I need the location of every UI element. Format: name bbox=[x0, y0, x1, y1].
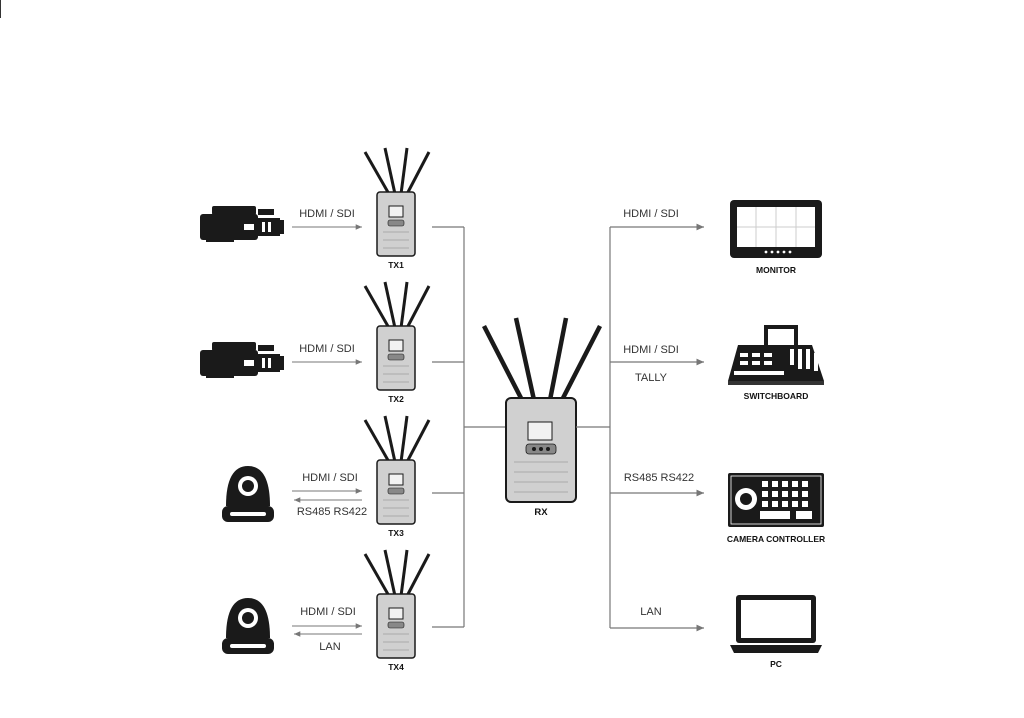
tx3-caption: TX3 bbox=[388, 528, 404, 538]
monitor-link-label: HDMI / SDI bbox=[623, 208, 679, 220]
switchboard-link-label: HDMI / SDI bbox=[623, 344, 679, 356]
edge-mark bbox=[0, 0, 1, 18]
tx4-return-label: LAN bbox=[319, 641, 341, 653]
monitor-icon bbox=[730, 200, 822, 258]
tx-to-rx-bus bbox=[432, 226, 506, 628]
transmitter-tx2-icon bbox=[363, 281, 431, 391]
laptop-icon bbox=[730, 595, 822, 653]
pc-caption: PC bbox=[770, 659, 782, 669]
source-ptz-camera-2-icon bbox=[222, 598, 274, 654]
tx1-link-label: HDMI / SDI bbox=[299, 208, 355, 220]
controller-link-label: RS485 RS422 bbox=[623, 472, 695, 484]
camera-controller-caption: CAMERA CONTROLLER bbox=[726, 534, 826, 544]
tx2-link-label: HDMI / SDI bbox=[299, 343, 355, 355]
rx-to-output-bus bbox=[576, 223, 704, 632]
monitor-caption: MONITOR bbox=[756, 265, 796, 275]
link-cam4-tx4 bbox=[292, 623, 362, 637]
switchboard-caption: SWITCHBOARD bbox=[743, 391, 809, 401]
transmitter-tx3-icon bbox=[363, 415, 431, 525]
tx4-caption: TX4 bbox=[388, 662, 404, 672]
receiver-rx-icon bbox=[481, 317, 603, 503]
link-cam3-tx3 bbox=[292, 488, 362, 503]
tx3-return-label: RS485 RS422 bbox=[296, 506, 368, 518]
tx2-caption: TX2 bbox=[388, 394, 404, 404]
tx1-caption: TX1 bbox=[388, 260, 404, 270]
tx3-link-label: HDMI / SDI bbox=[302, 472, 358, 484]
tx4-link-label: HDMI / SDI bbox=[300, 606, 356, 618]
pc-link-label: LAN bbox=[640, 606, 662, 618]
source-camcorder-1-icon bbox=[200, 206, 284, 242]
switchboard-tally-label: TALLY bbox=[635, 372, 667, 384]
source-ptz-camera-1-icon bbox=[222, 466, 274, 522]
switchboard-icon bbox=[728, 325, 824, 385]
camera-controller-icon bbox=[728, 473, 824, 527]
rx-caption: RX bbox=[534, 507, 548, 518]
transmitter-tx1-icon bbox=[363, 147, 431, 257]
transmitter-tx4-icon bbox=[363, 549, 431, 659]
source-camcorder-2-icon bbox=[200, 342, 284, 378]
